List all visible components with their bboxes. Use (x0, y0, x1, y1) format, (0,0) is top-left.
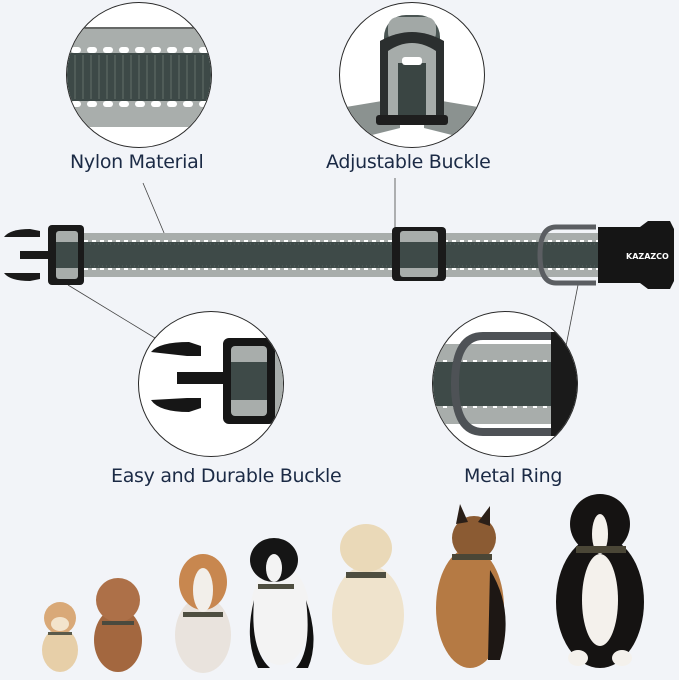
metal-ring-image (433, 332, 577, 436)
feature-label-quick-release: Easy and Durable Buckle (111, 465, 342, 487)
dog-labrador (332, 524, 404, 665)
feature-label-adjustable: Adjustable Buckle (326, 151, 491, 173)
quick-release-buckle-image (151, 338, 283, 424)
webbing-closeup-image (67, 27, 211, 127)
quick-release-buckle-circle (138, 311, 284, 457)
feature-label-metal-ring: Metal Ring (464, 465, 563, 487)
dog-beagle (175, 554, 231, 673)
nylon-detail-circle (66, 2, 212, 148)
metal-ring-circle (432, 311, 578, 457)
dog-border-collie (249, 538, 314, 668)
dog-poodle (94, 578, 142, 672)
dog-german-shepherd (436, 504, 506, 668)
dog-puppy (42, 602, 78, 672)
dogs-lineup-image (42, 494, 644, 673)
adjustable-buckle-image (340, 15, 484, 143)
feature-label-nylon: Nylon Material (70, 151, 204, 173)
collar-image: KAZAZCO (4, 221, 674, 289)
adjustable-buckle-circle (339, 2, 485, 148)
brand-logo: KAZAZCO (626, 252, 669, 261)
dog-bernese-mountain-dog (556, 494, 644, 668)
